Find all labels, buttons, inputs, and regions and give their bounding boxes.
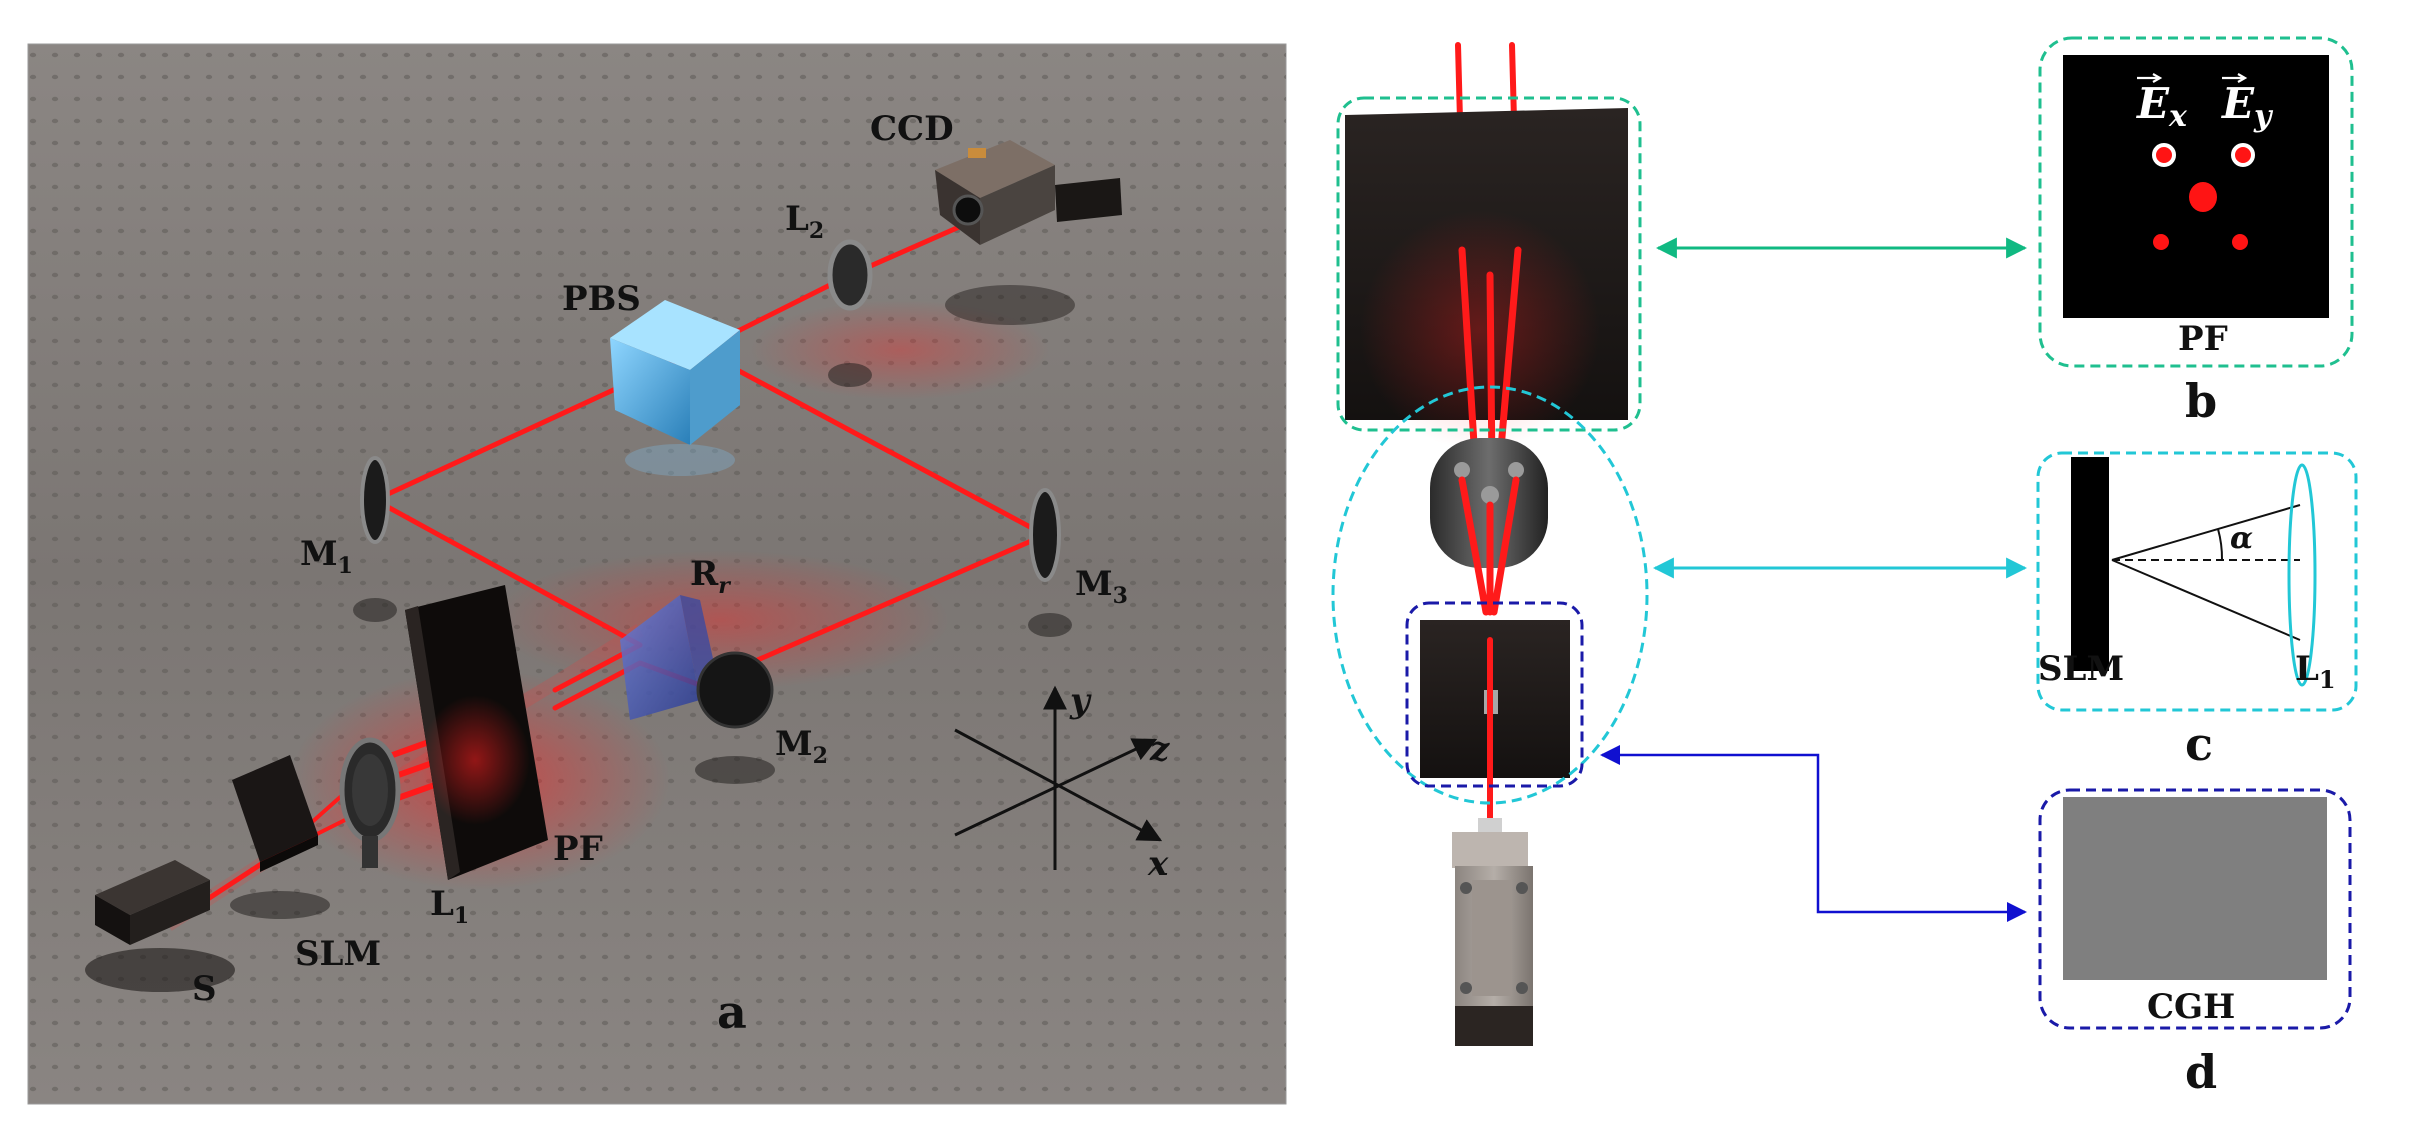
cgh-pattern xyxy=(2063,797,2327,980)
panel-a: CCD L2 PBS M1 Rr M3 M2 PF L1 SLM S y z x… xyxy=(27,43,1287,1105)
panel-label-b: b xyxy=(2185,374,2217,428)
ccd-camera xyxy=(935,140,1122,325)
axis-label-z: z xyxy=(1149,729,1170,769)
label-m3: M3 xyxy=(1075,564,1128,609)
panel-c-frame xyxy=(2036,451,2358,712)
top-beam-pf-1 xyxy=(1458,246,1479,464)
top-view-column xyxy=(1331,42,1649,1046)
ray-lower xyxy=(2111,559,2301,641)
angle-arc xyxy=(2217,528,2224,561)
panel-b: Ex Ey PF b xyxy=(2038,36,2354,428)
side-spot-right xyxy=(2232,234,2248,250)
label-m2: M2 xyxy=(775,724,828,769)
top-view-lens-spot-2 xyxy=(1481,486,1499,504)
axis-label-y: y xyxy=(1069,681,1092,721)
top-view-lens-spot-1 xyxy=(1454,462,1470,478)
panel-d: CGH d xyxy=(2038,788,2352,1099)
panel-c-label-slm: SLM xyxy=(2038,649,2124,689)
ey-spot xyxy=(2231,143,2255,167)
top-view-frame-lens xyxy=(1331,385,1649,805)
label-ex: Ex xyxy=(2136,79,2188,134)
panel-c-label-l1: L1 xyxy=(2295,649,2336,694)
panel-d-frame xyxy=(2038,788,2352,1030)
lens-l1-outline xyxy=(2287,463,2317,687)
label-pf: PF xyxy=(553,829,603,869)
plate-pf xyxy=(405,585,548,880)
top-view-lens-spot-3 xyxy=(1508,462,1524,478)
top-beam-right xyxy=(1509,42,1517,123)
laser-source-s xyxy=(85,860,235,992)
beam-m3-to-pbs xyxy=(697,347,1048,538)
label-slm: SLM xyxy=(295,934,381,974)
beam-rr-to-m1 xyxy=(372,497,643,648)
ray-upper xyxy=(2111,504,2301,561)
top-beam-pf-2 xyxy=(1486,271,1496,474)
slm-device xyxy=(230,755,330,919)
label-ccd: CCD xyxy=(870,109,954,149)
label-rr: Rr xyxy=(690,554,731,599)
coordinate-axes xyxy=(954,685,1163,870)
ex-vector-arrow xyxy=(2137,73,2163,83)
panel-d-caption: CGH xyxy=(2147,987,2235,1027)
top-view-frame-slm xyxy=(1405,601,1584,788)
label-pbs: PBS xyxy=(562,279,641,319)
mirror-m1 xyxy=(353,456,397,622)
label-m1: M1 xyxy=(300,534,353,579)
panel-c: α SLM L1 c xyxy=(2036,451,2358,771)
rr-glow xyxy=(490,550,950,690)
label-l1: L1 xyxy=(430,884,469,929)
ex-spot xyxy=(2152,143,2176,167)
lens-l2 xyxy=(827,239,873,387)
lens-l1 xyxy=(339,737,401,868)
slm-screen xyxy=(2071,457,2109,671)
center-spot xyxy=(2189,182,2217,212)
panel-label-a: a xyxy=(717,985,747,1039)
side-spot-left xyxy=(2153,234,2169,250)
panel-b-caption: PF xyxy=(2178,319,2228,359)
top-beam-conv-1 xyxy=(1458,476,1490,616)
axis-label-x: x xyxy=(1147,844,1169,884)
top-view-frame-pf xyxy=(1336,96,1642,432)
pbs-cube xyxy=(610,300,740,476)
top-view-laser-source xyxy=(1452,818,1533,1046)
label-l2: L2 xyxy=(785,199,824,244)
ccd-glow xyxy=(750,300,1050,400)
label-alpha: α xyxy=(2230,521,2253,556)
top-view-pf-glow xyxy=(1360,210,1600,450)
mirror-m2 xyxy=(695,651,775,784)
mirror-m3 xyxy=(1028,488,1072,637)
top-beam-left xyxy=(1455,42,1463,123)
arrow-slm-to-panel-d xyxy=(1600,745,2027,922)
panel-label-c: c xyxy=(2185,717,2213,771)
panel-label-d: d xyxy=(2185,1045,2217,1099)
top-beam-conv-3 xyxy=(1490,476,1520,616)
top-beam-pf-3 xyxy=(1496,246,1522,464)
ey-vector-arrow xyxy=(2222,73,2248,83)
panel-b-frame xyxy=(2038,36,2354,368)
label-s: S xyxy=(192,969,217,1009)
label-ey: Ey xyxy=(2221,79,2274,134)
